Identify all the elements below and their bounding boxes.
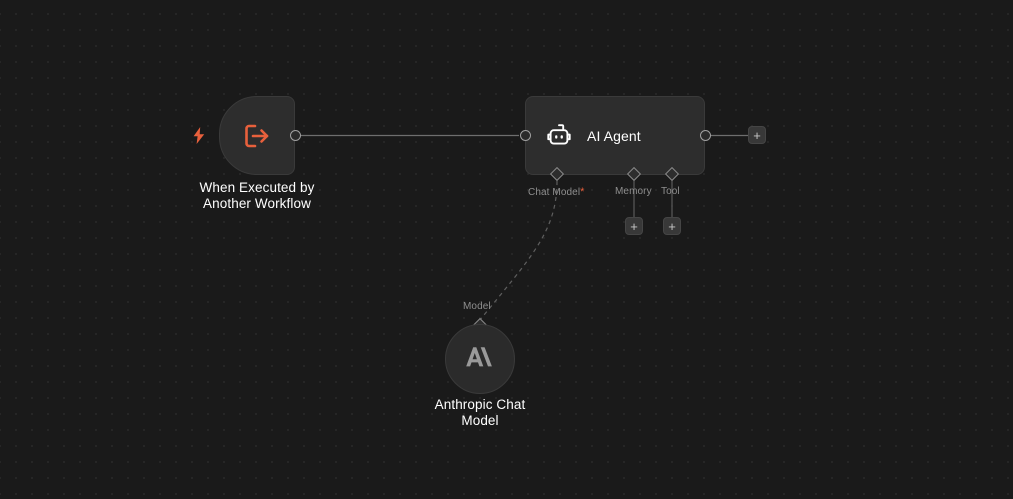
- node-label-trigger: When Executed by Another Workflow: [167, 180, 347, 212]
- robot-icon: [544, 121, 574, 151]
- trigger-label-line2: Another Workflow: [203, 196, 311, 211]
- node-label-anthropic-chat-model: Anthropic Chat Model: [400, 397, 560, 429]
- agent-input-connector[interactable]: [520, 130, 531, 141]
- port-label-chat-model-text: Chat Model: [528, 187, 581, 198]
- agent-output-connector[interactable]: [700, 130, 711, 141]
- edge-chatmodel-to-anthropic: [479, 180, 558, 321]
- port-label-tool: Tool: [661, 186, 680, 197]
- port-label-memory: Memory: [615, 186, 652, 197]
- lightning-bolt-icon: [192, 126, 206, 144]
- required-asterisk-icon: *: [580, 186, 585, 198]
- add-node-button-main[interactable]: +: [748, 126, 766, 144]
- anthropic-label-line1: Anthropic Chat: [434, 397, 526, 412]
- port-label-chat-model: Chat Model*: [528, 186, 585, 198]
- anthropic-label-line2: Model: [461, 413, 499, 428]
- add-memory-node-button[interactable]: +: [625, 217, 643, 235]
- anthropic-logo-icon: [465, 344, 495, 375]
- port-label-model: Model: [463, 301, 491, 312]
- execute-workflow-trigger-icon: [240, 119, 274, 153]
- trigger-output-connector[interactable]: [290, 130, 301, 141]
- trigger-label-line1: When Executed by: [199, 180, 315, 195]
- add-tool-node-button[interactable]: +: [663, 217, 681, 235]
- node-title-ai-agent: AI Agent: [587, 127, 641, 144]
- node-ai-agent[interactable]: AI Agent: [525, 96, 705, 175]
- node-anthropic-chat-model[interactable]: [445, 324, 515, 394]
- node-when-executed-by-another-workflow[interactable]: [219, 96, 295, 175]
